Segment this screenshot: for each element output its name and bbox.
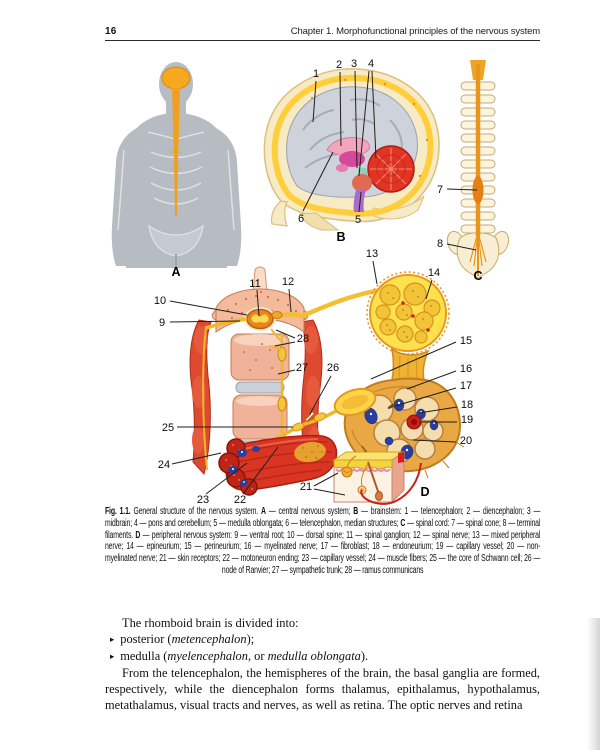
svg-text:D: D — [420, 485, 429, 499]
svg-text:6: 6 — [298, 213, 304, 225]
svg-text:16: 16 — [460, 363, 472, 375]
svg-text:14: 14 — [428, 267, 440, 279]
svg-text:11: 11 — [249, 278, 260, 290]
svg-text:3: 3 — [351, 58, 357, 70]
chapter-title: Chapter 1. Morphofunctional principles o… — [290, 26, 540, 37]
cns-highlight — [161, 66, 191, 216]
svg-text:7: 7 — [437, 184, 443, 196]
bullet-item: ▸ posterior (metencephalon); — [105, 632, 540, 649]
svg-text:28: 28 — [297, 333, 309, 345]
svg-text:1: 1 — [313, 68, 319, 80]
svg-text:26: 26 — [327, 362, 339, 374]
figure-caption: Fig. 1.1. General structure of the nervo… — [105, 506, 541, 576]
page-scan-edge — [587, 618, 600, 750]
svg-text:20: 20 — [460, 435, 472, 447]
skin-block — [332, 445, 422, 505]
svg-text:23: 23 — [197, 494, 209, 506]
svg-text:18: 18 — [461, 399, 473, 411]
paragraph: The rhomboid brain is divided into: — [105, 616, 540, 632]
svg-text:4: 4 — [368, 58, 374, 70]
svg-text:27: 27 — [296, 362, 308, 374]
bullet-text: posterior (metencephalon); — [120, 631, 255, 646]
paragraph: From the telencephalon, the hemispheres … — [105, 666, 540, 714]
paragraph-text: The rhomboid brain is divided into: — [122, 616, 299, 630]
bullet-icon: ▸ — [110, 650, 115, 661]
svg-text:C: C — [473, 269, 482, 283]
svg-text:A: A — [171, 265, 180, 279]
svg-text:17: 17 — [460, 380, 472, 392]
svg-text:9: 9 — [159, 317, 165, 329]
header-rule — [105, 40, 540, 41]
svg-text:5: 5 — [355, 214, 361, 226]
svg-text:25: 25 — [162, 422, 174, 434]
brain-sagittal — [263, 68, 440, 231]
svg-text:13: 13 — [366, 248, 378, 260]
vertebral-segment — [189, 266, 389, 481]
spinal-column — [446, 60, 510, 279]
svg-text:8: 8 — [437, 238, 443, 250]
bullet-icon: ▸ — [110, 633, 115, 644]
svg-text:19: 19 — [461, 414, 473, 426]
svg-text:2: 2 — [336, 59, 342, 71]
svg-text:B: B — [336, 230, 345, 244]
muscle-fibers — [218, 434, 338, 496]
body-text: The rhomboid brain is divided into: ▸ pos… — [105, 616, 540, 713]
epineurium-cross-section — [366, 271, 450, 381]
paragraph-text: From the telencephalon, the hemispheres … — [105, 665, 540, 712]
svg-text:21: 21 — [300, 481, 312, 493]
page-number: 16 — [105, 26, 117, 37]
svg-text:12: 12 — [282, 276, 294, 288]
svg-text:24: 24 — [158, 459, 170, 471]
svg-text:15: 15 — [460, 335, 472, 347]
bullet-item: ▸ medulla (myelencephalon, or medulla obl… — [105, 649, 540, 666]
bullet-text: medulla (myelencephalon, or medulla oblo… — [120, 648, 369, 663]
svg-text:10: 10 — [154, 295, 166, 307]
svg-text:22: 22 — [234, 494, 246, 506]
page-header: 16 Chapter 1. Morphofunctional principle… — [105, 26, 540, 37]
